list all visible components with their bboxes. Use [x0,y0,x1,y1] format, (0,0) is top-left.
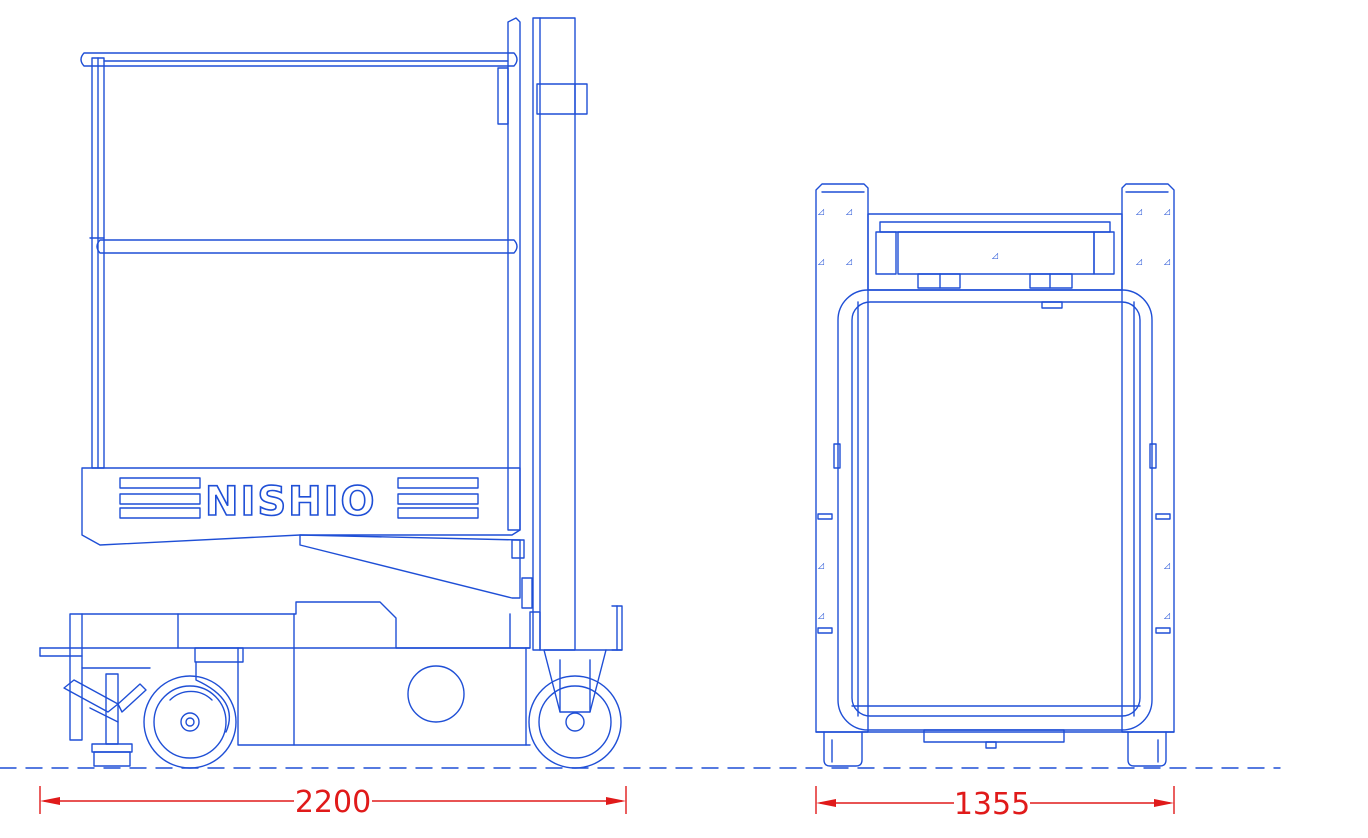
svg-text:◿: ◿ [1163,207,1170,216]
front-guard-post [91,57,105,469]
rear-guard-post [497,17,521,531]
front-base [815,729,1175,767]
svg-text:◿: ◿ [1135,257,1142,266]
svg-text:◿: ◿ [845,257,852,266]
svg-text:◿: ◿ [817,611,824,620]
front-end-assembly [39,613,244,741]
top-guard-rail [80,52,518,67]
left-post: ◿ ◿ ◿ ◿ ◿ ◿ [815,183,869,733]
svg-text:◿: ◿ [845,207,852,216]
mast [532,17,588,651]
platform-toe-board: NISHIO [81,467,521,546]
width-dimension: 1355 [815,786,1175,822]
length-dimension: 2200 [39,785,627,820]
brand-logo: NISHIO [205,479,377,525]
entry-gate [833,289,1157,731]
side-view: NISHIO [39,17,627,820]
svg-text:◿: ◿ [991,251,998,260]
chassis-access-cover [407,665,465,723]
platform-support-bracket [299,534,533,609]
svg-text:◿: ◿ [1163,611,1170,620]
svg-text:◿: ◿ [1163,561,1170,570]
right-post: ◿ ◿ ◿ ◿ ◿ ◿ [1121,183,1175,733]
stabilizer-jack [63,673,147,767]
svg-text:◿: ◿ [1135,207,1142,216]
svg-text:◿: ◿ [1163,257,1170,266]
base-chassis [81,601,623,746]
mid-guard-rail [89,237,518,254]
front-view: ◿ ◿ ◿ ◿ ◿ ◿ ◿ ◿ ◿ ◿ ◿ ◿ ◿ [815,183,1175,822]
svg-text:◿: ◿ [817,561,824,570]
width-dimension-label: 1355 [954,787,1030,822]
svg-text:◿: ◿ [817,207,824,216]
svg-text:◿: ◿ [817,257,824,266]
front-caster-wheel [143,675,237,769]
rear-caster-wheel [528,649,622,769]
top-crossbar: ◿ [867,213,1123,291]
length-dimension-label: 2200 [295,785,371,820]
